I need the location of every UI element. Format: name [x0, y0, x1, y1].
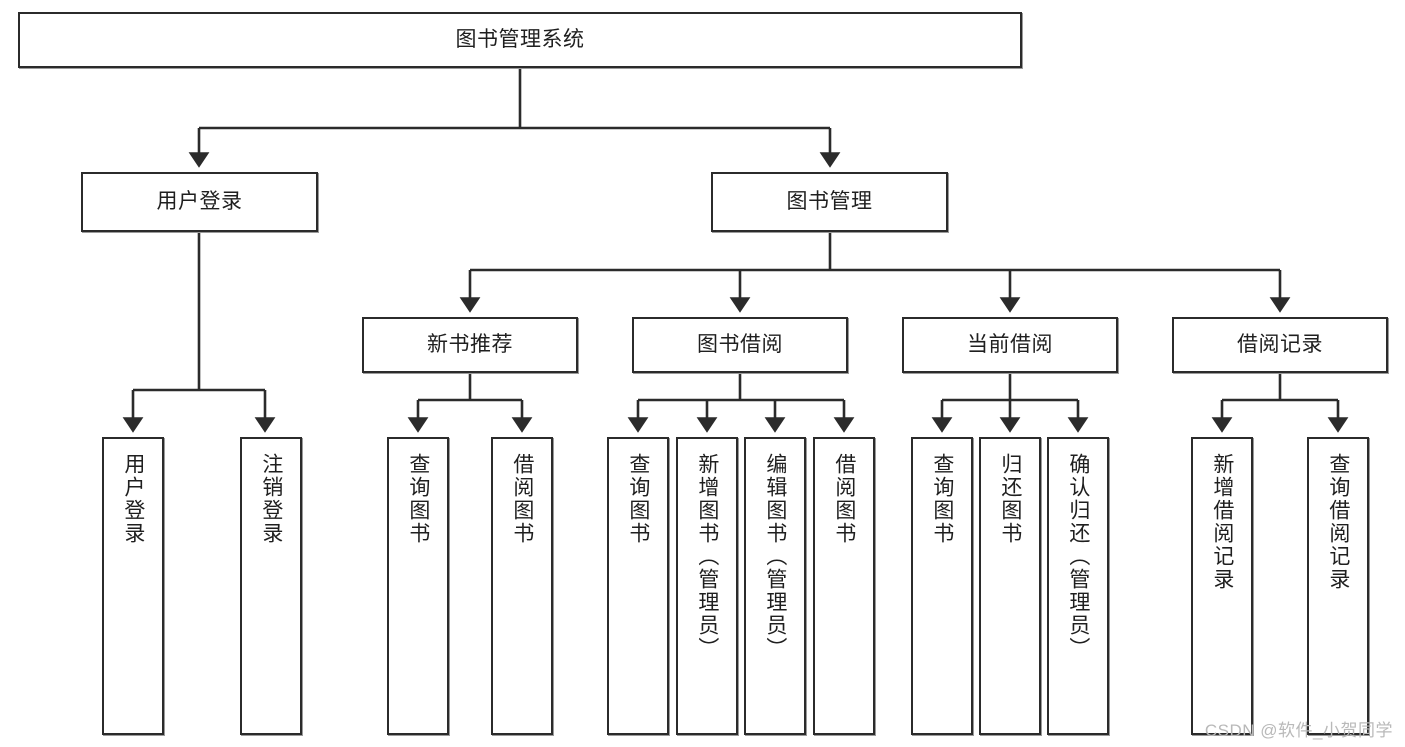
- node-label: 查询借阅记录: [1326, 453, 1350, 591]
- node-label: 新增借阅记录: [1210, 453, 1234, 591]
- leaf-add-book[interactable]: 新增图书（管理员）: [676, 437, 738, 735]
- leaf-query-record[interactable]: 查询借阅记录: [1307, 437, 1369, 735]
- leaf-logout[interactable]: 注销登录: [240, 437, 302, 735]
- node-book-manage[interactable]: 图书管理: [711, 172, 948, 232]
- leaf-query-book-2[interactable]: 查询图书: [607, 437, 669, 735]
- node-label: 当前借阅: [967, 332, 1053, 356]
- leaf-borrow-book-1[interactable]: 借阅图书: [491, 437, 553, 735]
- node-label: 借阅记录: [1237, 332, 1323, 356]
- leaf-query-book-1[interactable]: 查询图书: [387, 437, 449, 735]
- leaf-add-record[interactable]: 新增借阅记录: [1191, 437, 1253, 735]
- leaf-confirm-return[interactable]: 确认归还（管理员）: [1047, 437, 1109, 735]
- leaf-return-book[interactable]: 归还图书: [979, 437, 1041, 735]
- leaf-borrow-book-2[interactable]: 借阅图书: [813, 437, 875, 735]
- node-label: 新增图书（管理员）: [695, 453, 719, 660]
- node-label: 用户登录: [156, 189, 243, 213]
- node-current-borrow[interactable]: 当前借阅: [902, 317, 1118, 373]
- node-new-book-recommend[interactable]: 新书推荐: [362, 317, 578, 373]
- node-label: 注销登录: [259, 453, 283, 545]
- node-label: 借阅图书: [510, 453, 534, 545]
- node-label: 图书管理系统: [455, 27, 585, 51]
- node-user-login[interactable]: 用户登录: [81, 172, 318, 232]
- node-root-system[interactable]: 图书管理系统: [18, 12, 1022, 68]
- watermark: CSDN @软件_小贺同学: [1204, 721, 1393, 740]
- node-label: 借阅图书: [832, 453, 856, 545]
- node-label: 归还图书: [998, 453, 1022, 545]
- leaf-user-login[interactable]: 用户登录: [102, 437, 164, 735]
- node-label: 图书借阅: [697, 332, 783, 356]
- node-label: 查询图书: [626, 453, 650, 545]
- node-label: 查询图书: [406, 453, 430, 545]
- leaf-query-book-3[interactable]: 查询图书: [911, 437, 973, 735]
- node-borrow-record[interactable]: 借阅记录: [1172, 317, 1388, 373]
- node-book-borrow[interactable]: 图书借阅: [632, 317, 848, 373]
- node-label: 图书管理: [786, 189, 873, 213]
- node-label: 查询图书: [930, 453, 954, 545]
- node-label: 确认归还（管理员）: [1066, 453, 1090, 660]
- node-label: 用户登录: [121, 453, 145, 545]
- node-label: 新书推荐: [427, 332, 513, 356]
- node-label: 编辑图书（管理员）: [763, 453, 787, 660]
- leaf-edit-book[interactable]: 编辑图书（管理员）: [744, 437, 806, 735]
